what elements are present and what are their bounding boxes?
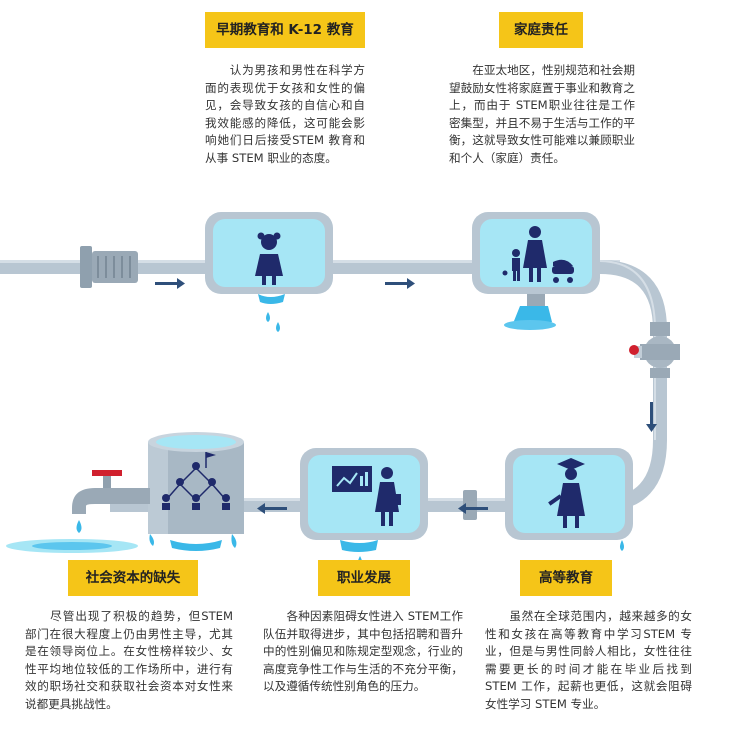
girl-icon [255,232,283,285]
stage-title-early-education: 早期教育和 K-12 教育 [205,12,365,48]
graduate-icon [548,458,585,528]
stage-title-social-capital: 社会资本的缺失 [68,560,198,596]
network-hierarchy-icon [162,452,230,510]
stage-description-career: 各种因素阻碍女性进入 STEM工作队伍并取得进步，其中包括招聘和晋升中的性别偏见… [263,609,463,693]
tank-social-capital [148,432,244,551]
stage-description-higher-education: 虽然在全球范围内，越来越多的女性和女孩在高等教育中学习STEM 专业，但是与男性… [485,609,692,711]
stage-title-higher-education: 高等教育 [520,560,612,596]
stage-description-social-capital: 尽管出现了积极的趋势，但STEM 部门在很大程度上仍由男性主导，尤其是在领导岗位… [25,609,233,711]
presenter-with-chart-icon [332,466,401,526]
flow-arrow [646,402,657,432]
tank-career [300,448,428,566]
flow-arrow [458,503,488,514]
tank-higher-education [505,448,633,551]
stage-description-early-education: 认为男孩和男性在科学方面的表现优于女孩和女性的偏见，会导致女孩的自信心和自我效能… [205,63,365,165]
mother-with-child-and-stroller-icon [502,226,574,283]
flow-arrow [385,278,415,289]
flow-arrow [155,278,185,289]
stage-title-family: 家庭责任 [499,12,583,48]
stage-description-family: 在亚太地区，性别规范和社会期望鼓励女性将家庭置于事业和教育之上，而由于 STEM… [449,63,635,165]
tank-family [472,212,600,330]
tank-early-education [205,212,333,332]
valve-icon [629,322,680,378]
faucet-icon [6,470,150,553]
stage-title-career: 职业发展 [318,560,410,596]
flow-arrow [257,503,287,514]
motor-icon [80,246,138,288]
